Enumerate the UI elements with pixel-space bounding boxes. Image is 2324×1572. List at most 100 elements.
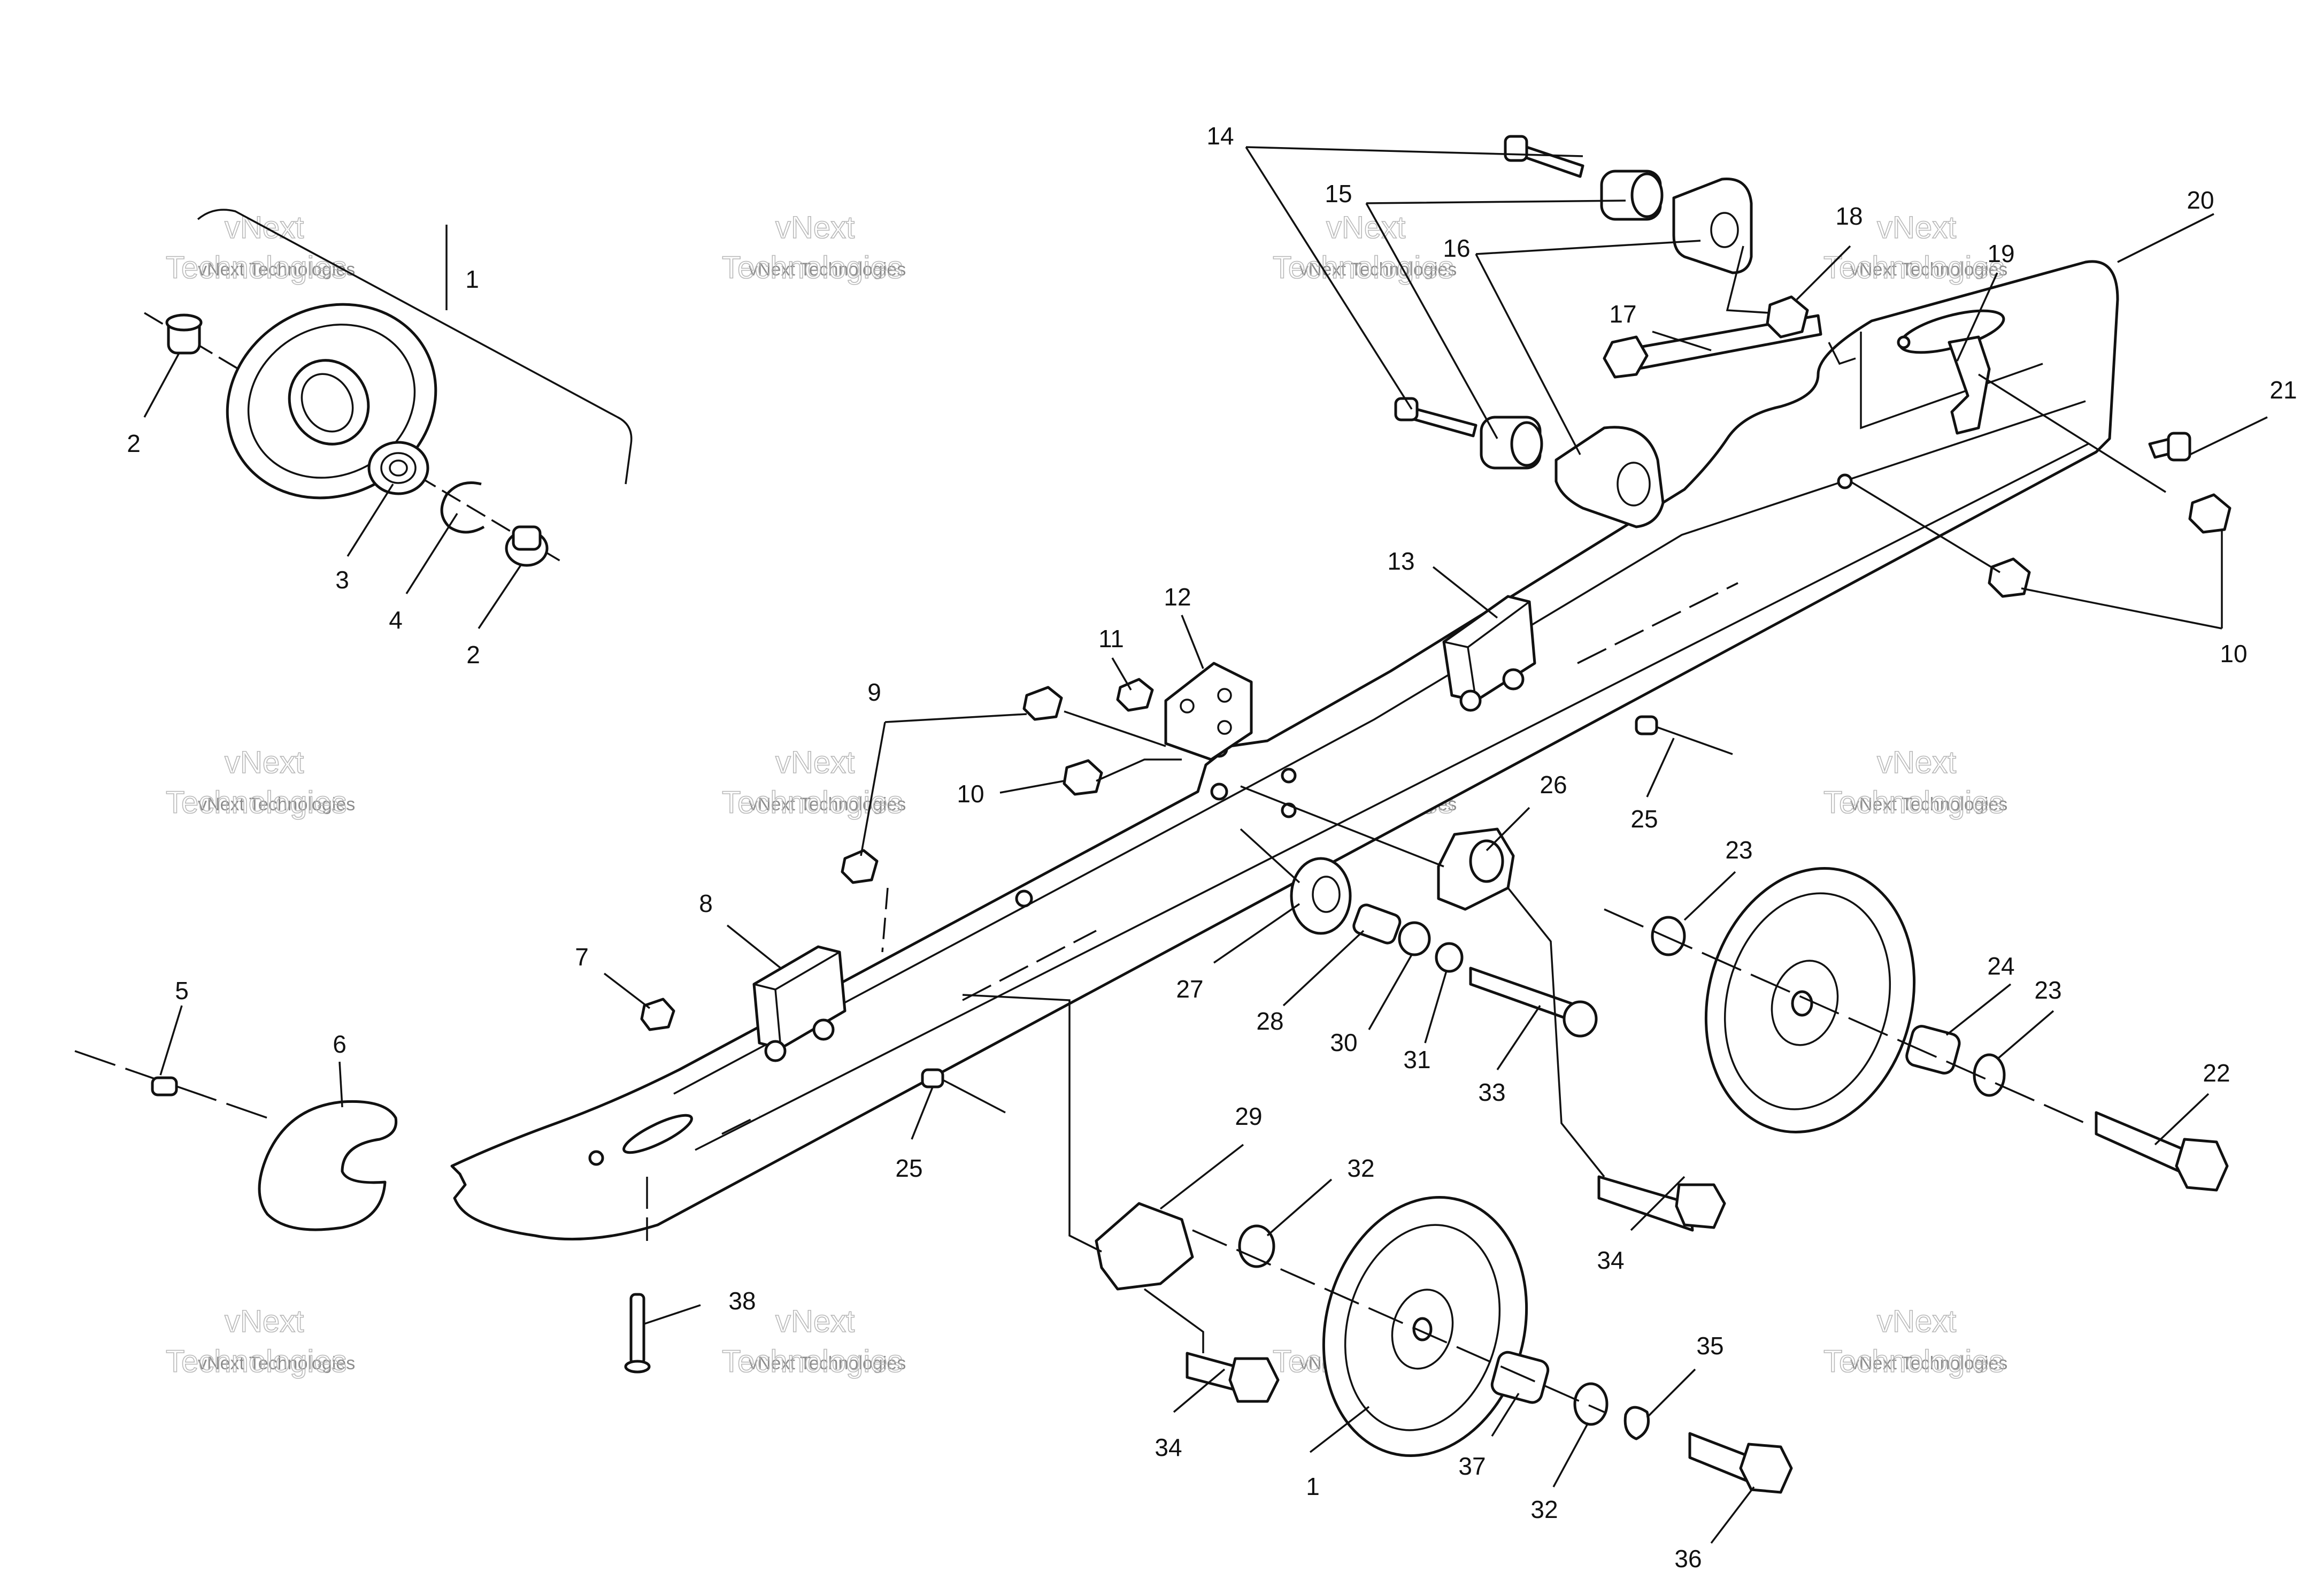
- watermark-small: vNext Technologies: [1850, 259, 2007, 280]
- callout-label: 25: [895, 1154, 922, 1182]
- rail-hole: [1015, 889, 1033, 908]
- callout-label: 35: [1696, 1332, 1723, 1360]
- watermark: vNext Technologies vNext Technologies: [165, 745, 355, 820]
- nut: [2188, 493, 2231, 534]
- spacer-wheel: [1290, 857, 1352, 935]
- watermark-line2: Technologies: [166, 1344, 347, 1379]
- callout-label: 31: [1403, 1046, 1430, 1073]
- watermark: vNext Technologies vNext Technologies: [1823, 1303, 2007, 1379]
- callout-label: 8: [699, 889, 713, 917]
- axle-bracket: [1095, 1202, 1194, 1291]
- callout-label: 29: [1235, 1102, 1262, 1130]
- assembly-line: [1096, 758, 1182, 782]
- wheel: [226, 303, 437, 500]
- rivet: [1635, 715, 1658, 735]
- watermark-line2: Technologies: [1823, 1344, 2005, 1379]
- bearing: [367, 441, 429, 495]
- assembly-line: [1240, 828, 1300, 884]
- callout-label: 22: [2203, 1059, 2230, 1087]
- screw: [624, 1293, 651, 1374]
- tip-axis: [74, 1050, 268, 1119]
- washer: [1973, 1053, 2006, 1097]
- bolt: [1597, 1175, 1726, 1232]
- washer: [1573, 1382, 1609, 1426]
- watermark-line1: vNext: [225, 1304, 304, 1339]
- callout-label: 37: [1458, 1452, 1486, 1480]
- rail-mid-line: [695, 443, 2089, 1151]
- bolt: [1688, 1432, 1793, 1494]
- callout-label: 16: [1443, 234, 1470, 262]
- washer: [1398, 921, 1431, 956]
- callout-label: 13: [1387, 547, 1414, 575]
- nut: [1063, 759, 1103, 796]
- rubber-block: [1555, 426, 1665, 528]
- watermark-line2: Technologies: [166, 250, 347, 285]
- watermark: vNext Technologies vNext Technologies: [1823, 745, 2007, 820]
- bracket-plate: [1164, 662, 1253, 761]
- callout-label: 34: [1155, 1433, 1182, 1461]
- watermark-line1: vNext: [225, 745, 304, 780]
- watermark: vNext Technologies vNext Technologies: [165, 210, 355, 286]
- rivet: [921, 1068, 944, 1088]
- assembly-line: [1064, 710, 1166, 747]
- rail-body: [450, 260, 2119, 1241]
- stud-axis: [881, 887, 889, 953]
- callout-label: 38: [728, 1287, 756, 1315]
- parts-artwork: [74, 135, 2231, 1494]
- nut: [841, 849, 879, 884]
- rail-hole: [1281, 768, 1297, 784]
- rail-slot-mark: [962, 930, 1097, 1001]
- callout-label: 4: [389, 606, 403, 634]
- spacer: [1490, 1351, 1550, 1404]
- rail-hole: [1897, 335, 1911, 349]
- callout-label: 23: [1725, 836, 1752, 864]
- wheel-assembly-exploded: [144, 209, 633, 567]
- assembly-line: [1828, 342, 1856, 365]
- callout-label: 30: [1330, 1029, 1357, 1056]
- watermark-line2: Technologies: [1273, 250, 1454, 285]
- watermark-line2: Technologies: [1823, 785, 2005, 820]
- callout-label: 32: [1530, 1496, 1558, 1523]
- assembly-line: [1978, 373, 2166, 493]
- callout-label: 5: [175, 977, 189, 1004]
- watermark: vNext Technologies vNext Technologies: [1272, 210, 1457, 286]
- rail-slot-mark: [721, 1114, 760, 1135]
- assembly-line: [1850, 480, 2000, 573]
- washer: [1238, 1224, 1275, 1268]
- callout-label: 28: [1256, 1007, 1283, 1035]
- callout-label: 12: [1164, 583, 1191, 611]
- callout-label: 14: [1206, 122, 1234, 150]
- rail-tip-cap: [258, 1100, 398, 1231]
- assembly-line: [1240, 785, 1444, 868]
- watermark-line2: Technologies: [722, 1344, 903, 1379]
- lock-washer: [1623, 1406, 1650, 1440]
- assembly-line: [1507, 887, 1605, 1178]
- watermark-line2: Technologies: [722, 785, 903, 820]
- callout-label: 10: [2220, 640, 2247, 668]
- callout-label: 32: [1347, 1154, 1374, 1182]
- callout-label: 15: [1325, 180, 1352, 208]
- assembly-bracket: [197, 209, 633, 485]
- callout-label: 26: [1540, 771, 1567, 799]
- watermark-small: vNext Technologies: [1299, 259, 1457, 280]
- wheel-axis: [1604, 908, 2086, 1124]
- callout-label: 6: [333, 1030, 347, 1058]
- rubber-block: [1672, 178, 1753, 274]
- washer: [1435, 942, 1464, 973]
- bolt: [1469, 967, 1598, 1038]
- bottom-wheel: [1322, 1196, 1528, 1457]
- watermark-line1: vNext: [1877, 210, 1956, 245]
- callout-label: 3: [335, 566, 349, 594]
- bolt: [1394, 397, 1477, 438]
- cap-nut: [165, 313, 203, 355]
- bracket-hole: [1217, 720, 1232, 735]
- spacer: [1352, 903, 1402, 945]
- watermark-line2: Technologies: [722, 250, 903, 285]
- nut: [1116, 678, 1154, 712]
- watermark-small: vNext Technologies: [1850, 794, 2007, 815]
- assembly-line: [962, 994, 1102, 1253]
- callout-label: 1: [1306, 1473, 1320, 1500]
- rail-hole: [588, 1150, 604, 1166]
- callout-label: 34: [1597, 1246, 1624, 1274]
- bracket-hole: [1217, 688, 1232, 703]
